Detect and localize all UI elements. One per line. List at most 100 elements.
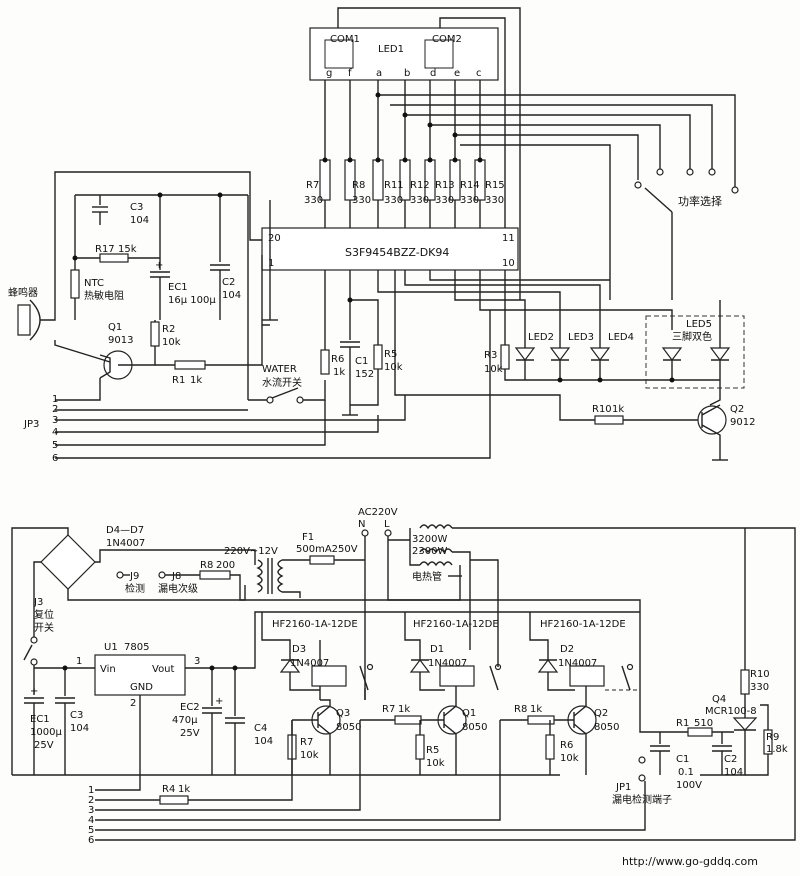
resistor-r11 (372, 159, 384, 201)
q1-name: Q1 (108, 322, 122, 333)
water-desc: 水流开关 (262, 376, 302, 389)
led5-desc: 三脚双色 (672, 330, 712, 343)
buzzer (17, 304, 31, 336)
jp-pin1: 1 (88, 785, 94, 796)
resistor-r5 (373, 344, 383, 370)
d1-name: D1 (430, 644, 444, 655)
heater-p1: 3200W (412, 534, 447, 545)
r11-name: R11 (384, 180, 404, 191)
led1-label: LED1 (378, 44, 404, 55)
led1-pin-e: e (454, 68, 460, 79)
r4-value: 1k (178, 784, 190, 795)
c1b-value: 0.1 (678, 767, 694, 778)
ec1-name: EC1 (168, 282, 188, 293)
j3-desc1: 复位 (34, 608, 54, 621)
u1-vin: Vin (100, 664, 116, 675)
u1-pin2: 2 (130, 698, 136, 709)
q2b-value: 8050 (594, 722, 619, 733)
ec2-name: EC2 (180, 702, 200, 713)
resistor-r17 (99, 253, 129, 263)
j3-desc2: 开关 (34, 621, 54, 634)
u1-gnd: GND (130, 682, 153, 693)
led1-display (309, 27, 499, 81)
bridge-name: D4—D7 (106, 525, 144, 536)
ac-n: N (358, 519, 365, 530)
r17-value: 15k (118, 244, 137, 255)
r10-top-value: 1k (612, 404, 624, 415)
ec2-volt: 25V (180, 728, 200, 739)
resistor-r2 (150, 321, 160, 347)
led1-pin-g: g (326, 68, 332, 79)
ic-pin10: 10 (502, 258, 515, 269)
buzzer-label: 蜂鸣器 (8, 286, 38, 299)
led5 (661, 300, 731, 380)
jp3-label: JP3 (23, 419, 39, 430)
relay3-coil (569, 665, 605, 687)
heater-name: 电热管 (412, 570, 442, 583)
c3-name: C3 (130, 202, 143, 213)
heater-p2: 2300W (412, 546, 447, 557)
r7c-value: 1k (398, 704, 410, 715)
r2-name: R2 (162, 324, 175, 335)
r6-value: 1k (333, 367, 345, 378)
ic-pin11: 11 (502, 233, 515, 244)
led4 (589, 330, 611, 380)
c4-value: 104 (254, 736, 273, 747)
ntc-desc: 热敏电阻 (84, 289, 124, 302)
jp3-pin1: 1 (52, 394, 58, 405)
led3 (549, 330, 571, 380)
r10b-value: 330 (750, 682, 769, 693)
ic-s3f9454 (261, 227, 519, 271)
led1-com2-label: COM2 (432, 34, 462, 45)
c2-name: C2 (222, 277, 235, 288)
r1b-value: 510 (694, 718, 713, 729)
c3-value: 104 (130, 215, 149, 226)
r8top-name: R8 (200, 560, 213, 571)
watermark-url: http://www.go-gddq.com (622, 855, 758, 868)
r6b-name: R6 (560, 740, 573, 751)
jp-pin2: 2 (88, 795, 94, 806)
q3b-name: Q3 (336, 708, 350, 719)
u1-pin3: 3 (194, 656, 200, 667)
svg-text:+: + (215, 696, 223, 707)
resistor-r7 (319, 159, 331, 201)
r7b-name: R7 (300, 737, 313, 748)
c3b-name: C3 (70, 710, 83, 721)
power-select-label: 功率选择 (678, 194, 722, 208)
r8-name: R8 (352, 180, 365, 191)
heater-element (419, 524, 453, 567)
f1-name: F1 (302, 532, 314, 543)
j9-desc: 检测 (125, 582, 145, 595)
relay3-label: HF2160-1A-12DE (540, 619, 626, 630)
ic-name: S3F9454BZZ-DK94 (345, 246, 449, 259)
resistor-r5-bottom (415, 734, 425, 760)
svg-text:+: + (155, 260, 163, 271)
r11-value: 330 (384, 195, 403, 206)
led1-pin-a: a (376, 68, 382, 79)
jp-pin6: 6 (88, 835, 94, 846)
r8-value: 330 (352, 195, 371, 206)
ec2-value: 470μ (172, 715, 198, 726)
led2-label: LED2 (528, 332, 554, 343)
ntc-name: NTC (84, 278, 104, 289)
r1-label: R1 (172, 375, 185, 386)
r7-value: 330 (304, 195, 323, 206)
resistor-r1 (174, 360, 206, 370)
led1-pin-d: d (430, 68, 436, 79)
relay1-coil (311, 665, 347, 687)
bottom-connector-lines (95, 720, 700, 841)
r1b-name: R1 (676, 718, 689, 729)
r10b-name: R10 (750, 669, 770, 680)
r8b-value: 1k (530, 704, 542, 715)
r3-value: 10k (484, 364, 503, 375)
r5b-value: 10k (426, 758, 445, 769)
jp1-desc: 漏电检测端子 (612, 793, 672, 806)
jp3-pin4: 4 (52, 427, 58, 438)
led5-dashed-box (645, 315, 745, 389)
jp-pin4: 4 (88, 815, 94, 826)
ec1b-value: 1000μ (30, 727, 62, 738)
c2b-name: C2 (724, 754, 737, 765)
jp3-pin3: 3 (52, 415, 58, 426)
ntc-thermistor (70, 269, 80, 299)
